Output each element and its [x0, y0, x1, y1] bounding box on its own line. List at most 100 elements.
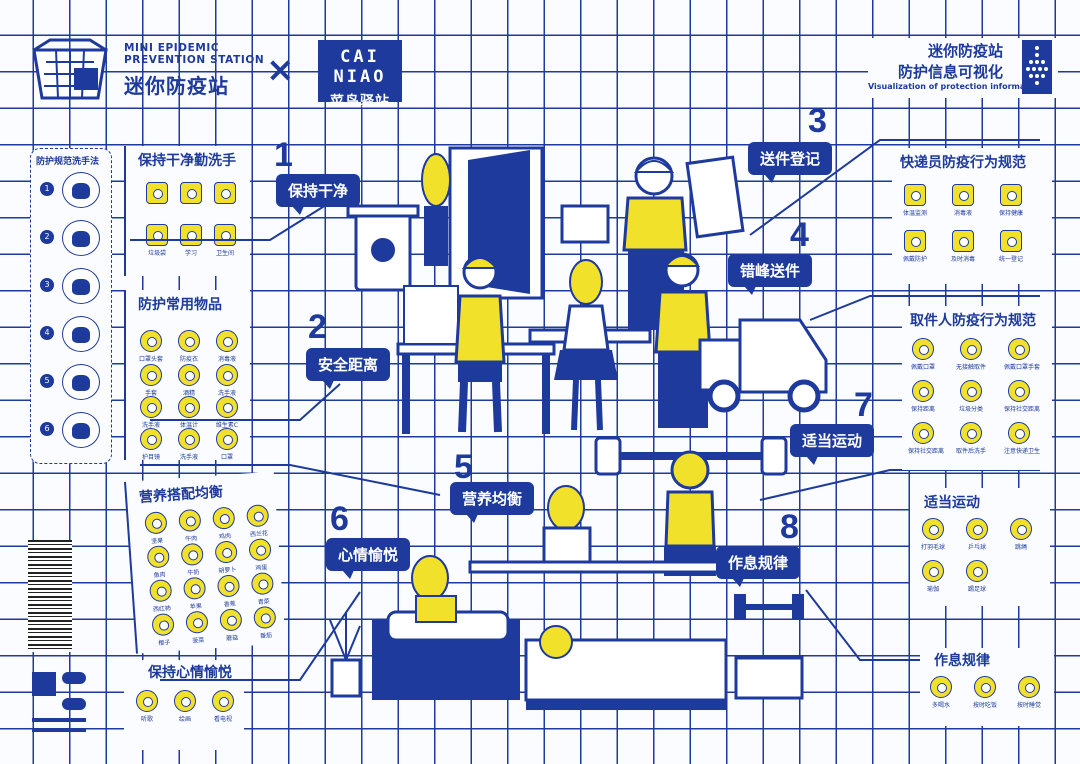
icon-cell: 消毒液 [948, 184, 978, 217]
handwash-step: 2 [30, 218, 112, 258]
icon-cell: 保持距离 [908, 380, 938, 413]
handwash-title: 防护规范洗手法 [36, 157, 100, 167]
food-icon [253, 605, 277, 630]
icon-cell: 取件后洗手 [956, 422, 986, 455]
step-number-4: 4 [790, 216, 809, 254]
step-number: 2 [40, 230, 54, 244]
icon-cell: 胡萝卜 [210, 540, 242, 575]
recycle-icon [960, 380, 982, 402]
spray-icon [216, 330, 238, 352]
food-icon [178, 508, 202, 533]
music-icon [136, 690, 158, 712]
icon-cell: 洗手液 [212, 364, 242, 397]
icon-label: 防疫衣 [179, 356, 198, 363]
nutrition-title: 营养搭配均衡 [138, 484, 224, 506]
handwash-icon [960, 422, 982, 444]
icon-label: 保持社交距离 [1004, 406, 1041, 413]
collab-times-sign: × [266, 50, 295, 90]
icon-label: 垃圾袋 [147, 250, 166, 257]
step-number-1: 1 [274, 136, 293, 174]
food-icon [182, 576, 207, 601]
icon-label: 及时消毒 [950, 256, 975, 263]
badminton-icon [922, 518, 944, 540]
mood-title: 保持心情愉悦 [148, 665, 232, 681]
icon-cell: 统一登记 [996, 230, 1026, 263]
hands-icon [62, 268, 100, 304]
step-number: 4 [40, 326, 54, 340]
step-number-7: 7 [854, 386, 873, 424]
icon-label: 体温监测 [902, 210, 927, 217]
tag-staggered-delivery: 错峰送件 [728, 254, 813, 295]
icon-cell: 香蕉 [213, 574, 245, 609]
mask-icon [216, 428, 238, 450]
handwash-step: 1 [30, 170, 112, 210]
cainiao-logo-cn: 菜鸟驿站 [330, 94, 390, 110]
icon-label: 佩戴口罩 [910, 364, 935, 371]
icon-label: 多喝水 [931, 702, 950, 709]
icon-label: 绘画 [178, 716, 191, 723]
mood-panel: 保持心情愉悦 听歌 绘画 看电视 [124, 660, 244, 750]
icon-cell: 注意快递卫生 [1004, 422, 1041, 455]
health-icon [1000, 184, 1022, 206]
soap-icon [178, 428, 200, 450]
exercise-panel: 适当运动 打羽毛球 乒乓球 跳绳 瑜伽 踢足球 [910, 488, 1050, 606]
meal-icon [974, 676, 996, 698]
icon-cell: 体温计 [174, 396, 204, 429]
distance-icon [912, 422, 934, 444]
icon-label: 洗手液 [179, 454, 198, 461]
paint-icon [174, 690, 196, 712]
disinfectant-icon [952, 184, 974, 206]
toilet-icon [214, 224, 236, 246]
hands-icon [62, 220, 100, 256]
icon-cell: 手套 [136, 364, 166, 397]
small-logo-icon [30, 668, 92, 740]
courier-title: 快递员防疫行为规范 [900, 155, 1026, 171]
icon-label: 注意快递卫生 [1004, 448, 1041, 455]
food-icon [248, 537, 272, 562]
icon-cell: 绘画 [170, 690, 200, 723]
step-number-5: 5 [454, 448, 473, 486]
step-number-6: 6 [330, 500, 349, 538]
step-number: 3 [40, 278, 54, 292]
food-icon [146, 545, 171, 569]
icon-label: 统一登记 [998, 256, 1023, 263]
icon-label: 护目镜 [141, 454, 160, 461]
icon-label: 口罩头套 [138, 356, 163, 363]
mask-icon [140, 330, 162, 352]
hands-icon [62, 364, 100, 400]
package-icon [1008, 422, 1030, 444]
icon-cell: 保持社交距离 [1004, 380, 1041, 413]
icon-cell: 牛奶 [176, 542, 208, 577]
icon-cell: 防疫衣 [174, 330, 204, 363]
icon-label: 番茄 [259, 632, 273, 640]
logo-text-cn: 迷你防疫站 [124, 74, 229, 98]
barcode [28, 540, 72, 652]
icon-cell: 保持社交距离 [908, 422, 944, 455]
icon-cell: 看电视 [208, 690, 238, 723]
icon-cell: 苹果 [179, 576, 211, 611]
goggles-icon [140, 428, 162, 450]
gloves-icon [1008, 338, 1030, 360]
icon-cell: 青菜 [247, 571, 279, 607]
icon-cell: 酒精 [174, 364, 204, 397]
glove-icon [140, 364, 162, 386]
clean-title: 保持干净勤洗手 [138, 153, 236, 169]
nutrition-panel: 营养搭配均衡 坚果 牛肉 鸡肉 西兰花 鱼肉 牛奶 胡萝卜 鸡蛋 西红柿 苹果 … [124, 471, 286, 654]
icon-cell: 洗手液 [136, 396, 166, 429]
tag-keep-clean: 保持干净 [276, 174, 361, 215]
icon-cell: 菠菜 [181, 610, 213, 645]
tag-delivery-register: 送件登记 [748, 142, 833, 183]
icon-label: 维生素C [215, 422, 239, 429]
vitamin-icon [216, 396, 238, 418]
sleep-icon [1018, 676, 1040, 698]
icon-cell: 及时消毒 [948, 230, 978, 263]
icon-label: 按时睡觉 [1016, 702, 1041, 709]
distance-icon [1008, 380, 1030, 402]
icon-label: 蘑菇 [225, 634, 239, 643]
courier-panel: 快递员防疫行为规范 体温监测 消毒液 保持健康 佩戴防护 及时消毒 统一登记 [892, 148, 1052, 284]
icon-cell: 口罩头套 [136, 330, 166, 363]
contactless-icon [960, 338, 982, 360]
icon-label: 瑜伽 [926, 586, 939, 593]
icon-label: 消毒液 [953, 210, 972, 217]
icon-cell: 护目镜 [136, 428, 166, 461]
